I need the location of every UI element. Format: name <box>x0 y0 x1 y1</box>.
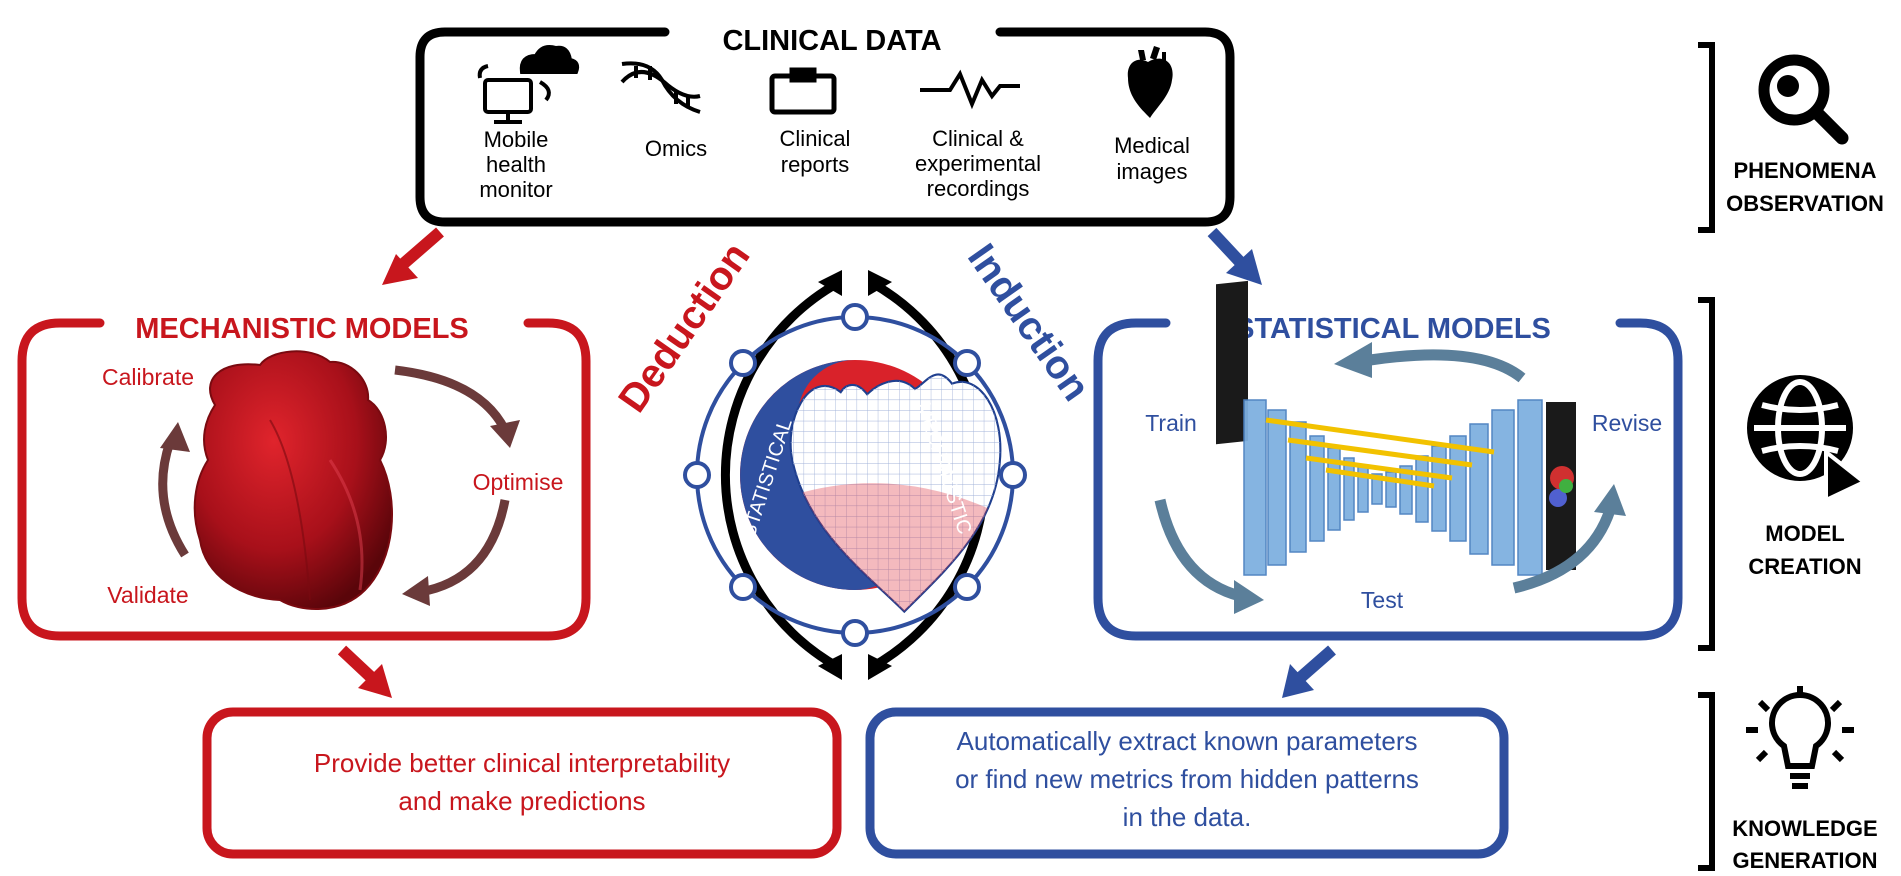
mechanistic-cycle-arrowheads <box>160 420 520 606</box>
clipboard-icon <box>769 67 837 115</box>
induction-top-arrowhead <box>868 270 892 296</box>
stage-2-line1: MODEL <box>1765 521 1844 546</box>
stage-3-line2: GENERATION <box>1732 848 1877 873</box>
mobile-label-line1: Mobile <box>484 127 549 152</box>
recordings-label-line2: experimental <box>915 151 1041 176</box>
stage-1-line1: PHENOMENA <box>1733 158 1876 183</box>
deduction-top-arrowhead <box>818 270 842 296</box>
heart-icon <box>1127 46 1173 118</box>
mechanistic-outcome-line2: and make predictions <box>398 786 645 816</box>
calibrate-label: Calibrate <box>102 364 194 390</box>
waveform-icon <box>920 69 1020 110</box>
induction-bottom-arrowhead <box>868 654 892 680</box>
mechanistic-title: MECHANISTIC MODELS <box>135 313 469 345</box>
svg-text:Omics: Omics <box>645 136 707 161</box>
statistical-outcome-line1: Automatically extract known parameters <box>957 726 1418 756</box>
svg-text:Clinical: Clinical <box>780 126 851 151</box>
mechanistic-outcome-box: Provide better clinical interpretability… <box>202 707 842 859</box>
stages-column: PHENOMENA OBSERVATION MODEL CREATION KNO… <box>1698 42 1884 873</box>
statistical-frame <box>1093 318 1683 641</box>
arrow-to-mechanistic <box>382 227 444 285</box>
svg-text:Mobile: Mobile <box>484 127 549 152</box>
mechanistic-heart-model <box>193 350 393 610</box>
induction-label: Induction <box>959 236 1098 409</box>
stage-bracket-2 <box>1698 297 1715 651</box>
statistical-outcome-box: Automatically extract known parameters o… <box>865 707 1509 859</box>
statistical-title: STATISTICAL MODELS <box>1235 313 1551 345</box>
images-label-line2: images <box>1117 159 1188 184</box>
omics-label: Omics <box>645 136 707 161</box>
mechanistic-panel: MECHANISTIC MODELS Calibrate Optimise Va… <box>17 313 591 641</box>
test-label: Test <box>1361 587 1404 613</box>
dna-icon <box>620 61 701 114</box>
ring-nodes <box>683 303 1027 647</box>
stage-bracket-1 <box>1698 42 1715 233</box>
neural-network <box>1216 280 1576 576</box>
lightbulb-icon <box>1746 686 1854 789</box>
svg-text:reports: reports <box>781 152 849 177</box>
revise-label: Revise <box>1592 410 1662 436</box>
stage-bracket-3 <box>1698 692 1715 871</box>
stage-2-line2: CREATION <box>1748 554 1861 579</box>
statistical-panel: STATISTICAL MODELS <box>1093 280 1683 641</box>
stage-3-line1: KNOWLEDGE <box>1732 816 1877 841</box>
arrow-to-statistical <box>1207 227 1262 285</box>
svg-text:Clinical &: Clinical & <box>932 126 1024 151</box>
deduction-bottom-arrowhead <box>818 654 842 680</box>
images-label-line1: Medical <box>1114 133 1190 158</box>
reports-label-line2: reports <box>781 152 849 177</box>
globe-icon <box>1747 375 1868 504</box>
svg-text:images: images <box>1117 159 1188 184</box>
optimise-label: Optimise <box>473 469 564 495</box>
arrow-to-mechanistic-outcome <box>337 645 392 698</box>
deduction-arc <box>720 279 841 671</box>
statistical-cycle-arrows <box>1154 349 1616 602</box>
statistical-outcome-line3: in the data. <box>1123 802 1252 832</box>
reports-label-line1: Clinical <box>780 126 851 151</box>
statistical-cycle-arrowheads <box>1234 342 1626 614</box>
mobile-health-monitor-icon <box>477 45 580 124</box>
clinical-item-labels: Mobile health monitor Omics Clinical rep… <box>479 126 1190 202</box>
magnifier-icon <box>1758 54 1849 145</box>
statistical-outcome-line2: or find new metrics from hidden patterns <box>955 764 1419 794</box>
mechanistic-frame <box>17 318 591 641</box>
svg-text:recordings: recordings <box>927 176 1030 201</box>
svg-text:experimental: experimental <box>915 151 1041 176</box>
mechanistic-outcome-line1: Provide better clinical interpretability <box>314 748 730 778</box>
center-cycle: STATISTICAL MECHANISTIC Deduction Induct… <box>610 235 1098 680</box>
svg-text:Medical: Medical <box>1114 133 1190 158</box>
recordings-label-line1: Clinical & <box>932 126 1024 151</box>
validate-label: Validate <box>107 582 188 608</box>
mobile-label-line2: health <box>486 152 546 177</box>
stage-1-line2: OBSERVATION <box>1726 191 1884 216</box>
svg-text:monitor: monitor <box>479 177 552 202</box>
mobile-label-line3: monitor <box>479 177 552 202</box>
mechanistic-cycle-arrows <box>158 365 510 597</box>
deduction-label: Deduction <box>610 235 758 420</box>
svg-text:health: health <box>486 152 546 177</box>
train-label: Train <box>1145 410 1197 436</box>
recordings-label-line3: recordings <box>927 176 1030 201</box>
clinical-data-title: CLINICAL DATA <box>722 25 941 57</box>
clinical-data-panel: CLINICAL DATA <box>415 25 1235 227</box>
clinical-data-frame <box>415 27 1235 227</box>
arrow-to-statistical-outcome <box>1282 645 1336 698</box>
